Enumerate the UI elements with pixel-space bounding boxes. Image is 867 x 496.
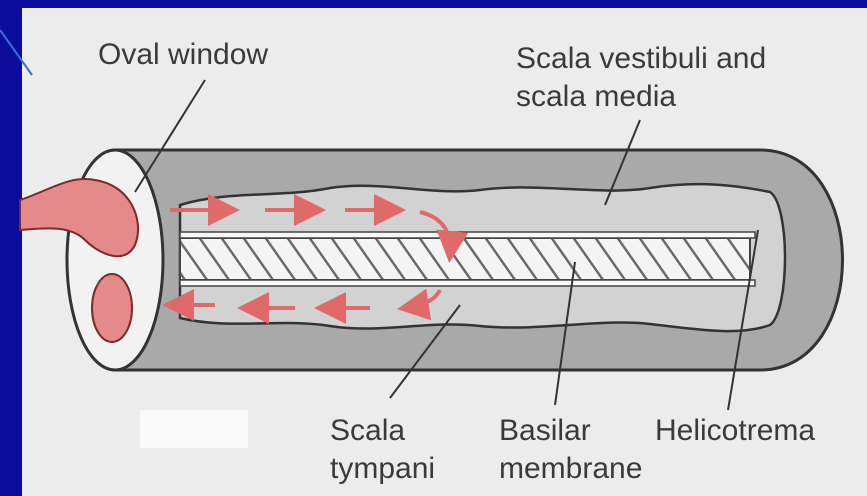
round-window	[92, 274, 132, 342]
label-basilar-1: Basilar	[499, 414, 591, 447]
label-helicotrema: Helicotrema	[655, 414, 815, 447]
label-oval-window: Oval window	[98, 38, 268, 71]
slide-accent-line	[0, 30, 32, 75]
label-scala-vestibuli-1: Scala vestibuli and	[516, 42, 766, 75]
whiteout-patch	[140, 410, 248, 448]
label-basilar-2: membrane	[499, 452, 642, 485]
label-scala-tympani-1: Scala	[330, 414, 405, 447]
label-scala-vestibuli-2: scala media	[516, 80, 676, 113]
label-scala-tympani-2: tympani	[330, 452, 435, 485]
basilar-membrane	[180, 238, 750, 280]
